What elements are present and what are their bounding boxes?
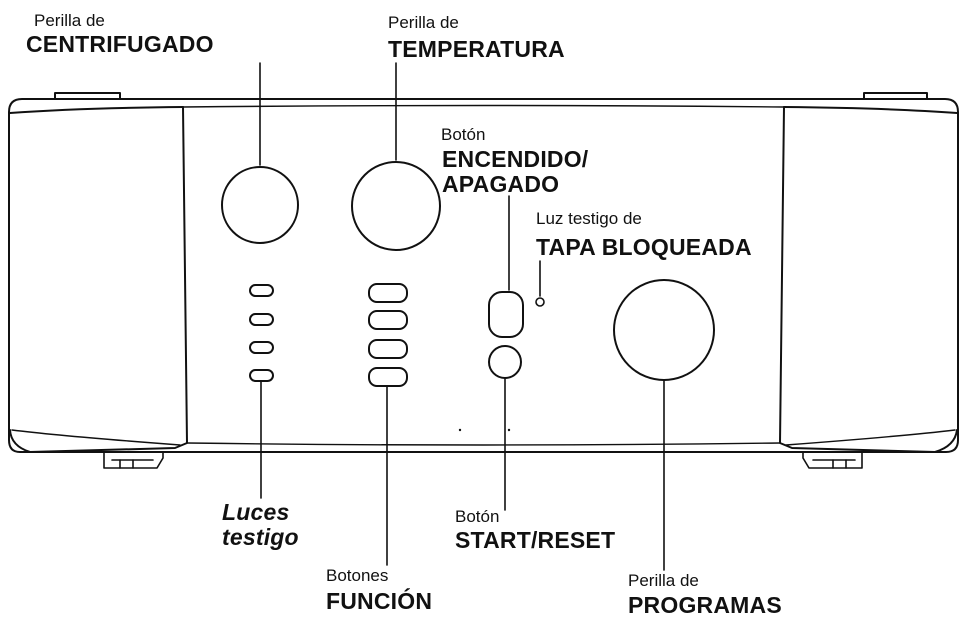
leader-lines <box>259 62 665 571</box>
function-buttons <box>368 283 408 387</box>
status-lights-label-line1: Luces <box>222 499 290 525</box>
power-button <box>488 291 524 338</box>
start-button-prefix: Botón <box>455 507 500 526</box>
lid-lock-light-prefix: Luz testigo de <box>536 209 642 228</box>
power-button-prefix: Botón <box>441 125 486 144</box>
temperature-knob-label: TEMPERATURA <box>388 36 565 62</box>
function-button <box>368 283 408 303</box>
status-light <box>249 341 274 354</box>
center-panel-edge <box>182 104 785 108</box>
cycle-knob <box>613 279 715 381</box>
status-lights-label-line2: testigo <box>222 524 299 550</box>
lid-lock-light <box>535 297 545 307</box>
panel-dot <box>458 428 462 432</box>
cycle-knob-prefix: Perilla de <box>628 571 699 590</box>
status-light <box>249 313 274 326</box>
spin-knob-prefix: Perilla de <box>34 11 105 30</box>
temperature-knob <box>351 161 441 251</box>
right-foot <box>802 451 863 469</box>
spin-knob-label: CENTRIFUGADO <box>26 31 214 57</box>
function-button <box>368 339 408 359</box>
temperature-knob-prefix: Perilla de <box>388 13 459 32</box>
right-end-cap <box>779 106 958 453</box>
panel-dot <box>507 428 511 432</box>
function-button <box>368 310 408 330</box>
function-button <box>368 367 408 387</box>
lid-lock-light-label: TAPA BLOQUEADA <box>536 234 752 260</box>
left-foot <box>103 451 164 469</box>
panel-outline <box>8 98 959 453</box>
start-button-label: START/RESET <box>455 527 616 553</box>
status-lights <box>249 284 274 382</box>
function-buttons-prefix: Botones <box>326 566 389 585</box>
left-end-cap <box>9 106 188 453</box>
power-button-label-line1: ENCENDIDO/ <box>442 146 589 172</box>
power-button-label-line2: APAGADO <box>442 171 560 197</box>
status-light <box>249 369 274 382</box>
spin-knob <box>221 166 299 244</box>
right-top-tab <box>863 92 928 100</box>
start-reset-button <box>488 345 522 379</box>
cycle-knob-label: PROGRAMAS <box>628 592 782 618</box>
function-buttons-label: FUNCIÓN <box>326 588 433 614</box>
status-light <box>249 284 274 297</box>
left-top-tab <box>54 92 121 100</box>
